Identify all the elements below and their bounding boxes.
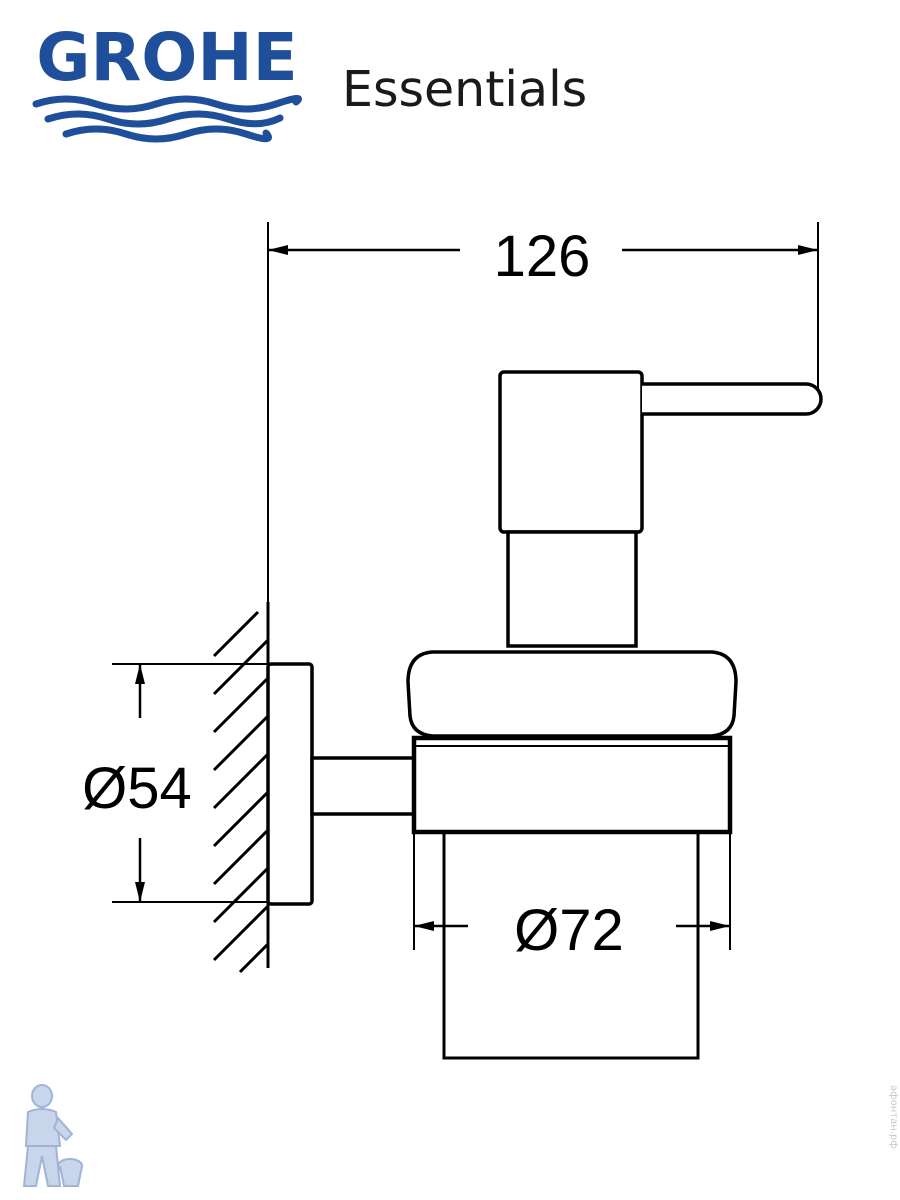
wall-rosette <box>266 662 416 906</box>
wall-hatching <box>212 602 270 974</box>
container-lid <box>406 650 738 738</box>
glass-container <box>442 834 700 1060</box>
rosette-dimension: Ø54 <box>82 663 268 903</box>
glass-dimension: Ø72 <box>413 834 731 963</box>
pump-head <box>498 370 823 648</box>
depth-dimension: 126 <box>268 224 818 289</box>
logo-wordmark: GROHE <box>36 19 298 96</box>
rosette-diameter-label: Ø54 <box>82 756 192 821</box>
depth-label: 126 <box>494 224 591 289</box>
holder-ring <box>411 735 733 835</box>
series-name: Essentials <box>342 61 588 118</box>
watermark-text: афонтан.рф <box>888 1085 899 1149</box>
plumber-mascot-icon <box>22 1084 83 1187</box>
glass-diameter-label: Ø72 <box>514 898 624 963</box>
header: GROHE Essentials <box>0 0 900 160</box>
logo-waves-icon <box>32 95 302 143</box>
grohe-logo: GROHE <box>22 22 312 152</box>
